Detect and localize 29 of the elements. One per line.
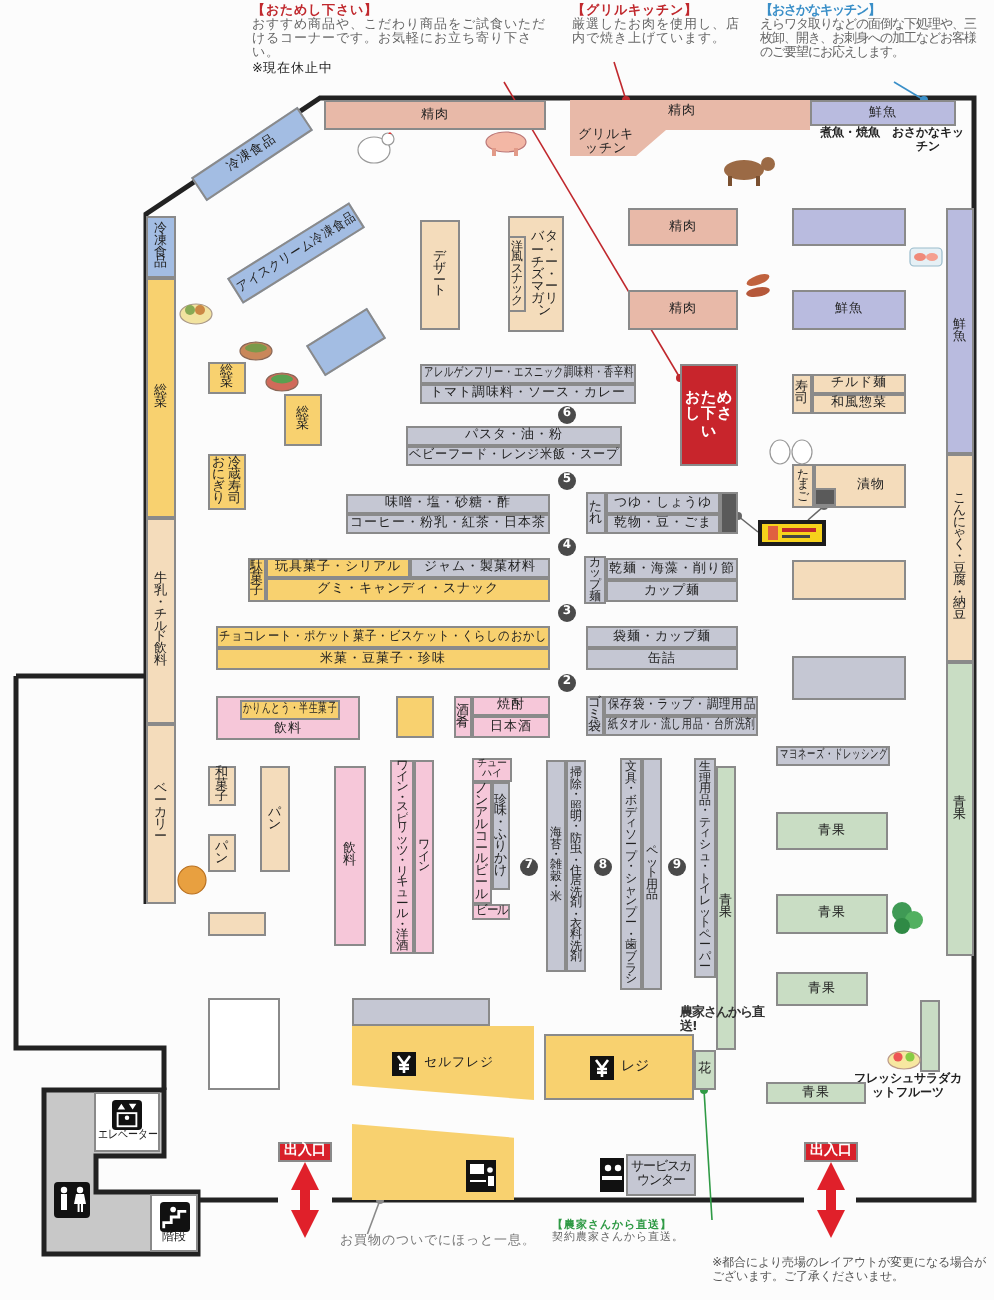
shelf [570, 100, 810, 156]
leader-line [366, 1196, 384, 1235]
leader-line [807, 502, 828, 521]
shop-area [208, 998, 280, 1090]
shelf [396, 696, 434, 738]
leader-line [893, 81, 928, 104]
leader-line [613, 61, 630, 104]
shelf [544, 1034, 694, 1100]
sign-picture [758, 520, 826, 546]
shelf [352, 998, 490, 1026]
leader-line [734, 512, 759, 533]
shelf [352, 1026, 534, 1100]
shelf [208, 912, 266, 936]
shelf [792, 560, 906, 600]
endcap-box [814, 488, 836, 506]
cafe-area [352, 1124, 514, 1200]
shelf [792, 208, 906, 246]
shelf [792, 656, 906, 700]
facility-sign [94, 1092, 160, 1152]
entrance-arrow [291, 1162, 319, 1238]
leader-line [700, 1086, 713, 1221]
entrance-arrow [817, 1162, 845, 1238]
shelf [814, 464, 906, 508]
shelf [208, 454, 246, 510]
facility-sign [150, 1194, 198, 1252]
shelf [508, 216, 564, 332]
shelf [920, 1000, 940, 1072]
endcap-box [720, 492, 738, 534]
shelf [216, 696, 360, 740]
